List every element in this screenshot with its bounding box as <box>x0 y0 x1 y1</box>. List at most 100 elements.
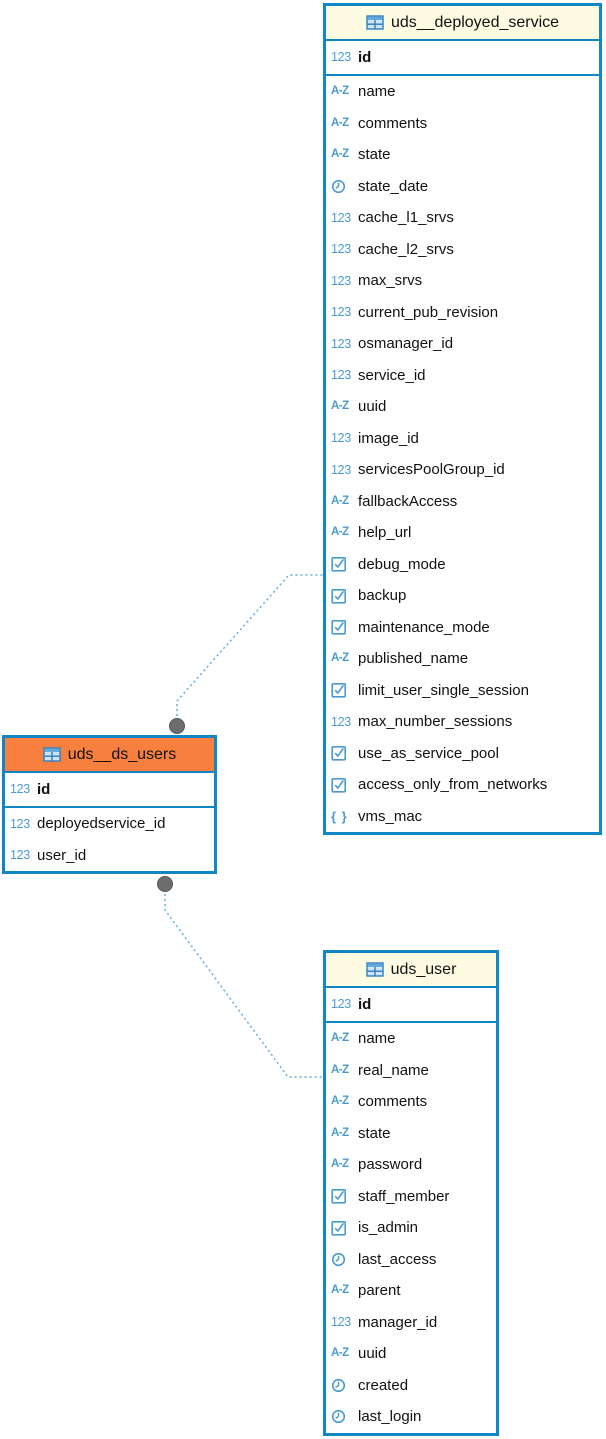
column-row[interactable]: 123 A-Z { } maintenance_mode <box>326 612 599 644</box>
column-row[interactable]: 123 A-Z { } fallbackAccess <box>326 486 599 518</box>
column-row[interactable]: 123 A-Z { } current_pub_revision <box>326 297 599 329</box>
column-row[interactable]: 123 A-Z { } servicesPoolGroup_id <box>326 454 599 486</box>
entity-header[interactable]: uds__deployed_service <box>326 6 599 41</box>
column-row[interactable]: 123 A-Z { } service_id <box>326 360 599 392</box>
primary-key-row[interactable]: 123 A-Z { } id <box>326 41 599 74</box>
column-row[interactable]: 123 A-Z { } comments <box>326 1086 496 1118</box>
relation-endpoint-dot-bottom[interactable] <box>157 876 173 892</box>
column-name: limit_user_single_session <box>358 681 529 699</box>
column-name: user_id <box>37 846 87 864</box>
column-row[interactable]: 123 A-Z { } deployedservice_id <box>5 808 214 840</box>
column-name: image_id <box>358 429 419 447</box>
column-name: is_admin <box>358 1219 419 1237</box>
column-row[interactable]: 123 A-Z { } debug_mode <box>326 549 599 581</box>
column-row[interactable]: 123 A-Z { } created <box>326 1370 496 1402</box>
numeric-type-icon: 123 <box>331 50 351 65</box>
column-row[interactable]: 123 A-Z { } name <box>326 76 599 108</box>
column-row[interactable]: 123 A-Z { } name <box>326 1023 496 1055</box>
column-row[interactable]: 123 A-Z { } image_id <box>326 423 599 455</box>
column-row[interactable]: 123 A-Z { } cache_l2_srvs <box>326 234 599 266</box>
column-row[interactable]: 123 A-Z { } state_date <box>326 171 599 203</box>
entity-uds__ds_users[interactable]: uds__ds_users 123 A-Z { } id <box>2 735 217 874</box>
column-row[interactable]: 123 A-Z { } user_id <box>5 840 214 872</box>
column-row[interactable]: 123 A-Z { } osmanager_id <box>326 328 599 360</box>
text-type-icon: A-Z <box>331 148 349 160</box>
column-row[interactable]: 123 A-Z { } password <box>326 1149 496 1181</box>
relation-line-ds-users-to-deployed-service[interactable] <box>176 574 324 721</box>
column-name: backup <box>358 587 407 605</box>
column-name: vms_mac <box>358 807 423 825</box>
boolean-type-icon <box>331 588 358 604</box>
numeric-type-icon: 123 <box>331 368 351 382</box>
column-row[interactable]: 123 A-Z { } vms_mac <box>326 801 599 833</box>
primary-key-section: 123 A-Z { } id <box>326 41 599 76</box>
numeric-type-icon: 123 <box>331 305 351 319</box>
column-row[interactable]: 123 A-Z { } limit_user_single_session <box>326 675 599 707</box>
relation-line-ds-users-to-user[interactable] <box>164 889 324 1078</box>
column-row[interactable]: 123 A-Z { } is_admin <box>326 1212 496 1244</box>
numeric-type-icon: 123 <box>10 782 30 797</box>
column-name: parent <box>358 1282 401 1300</box>
column-row[interactable]: 123 A-Z { } manager_id <box>326 1307 496 1339</box>
entity-header[interactable]: uds_user <box>326 953 496 988</box>
entity-uds__deployed_service[interactable]: uds__deployed_service 123 A-Z { } id <box>323 3 602 835</box>
numeric-type-icon: 123 <box>331 431 351 445</box>
primary-key-section: 123 A-Z { } id <box>326 988 496 1023</box>
column-row[interactable]: 123 A-Z { } staff_member <box>326 1181 496 1213</box>
column-row[interactable]: 123 A-Z { } last_access <box>326 1244 496 1276</box>
column-name: id <box>358 49 372 66</box>
column-name: debug_mode <box>358 555 446 573</box>
column-name: state <box>358 1124 391 1142</box>
column-row[interactable]: 123 A-Z { } last_login <box>326 1401 496 1433</box>
column-name: comments <box>358 114 428 132</box>
column-row[interactable]: 123 A-Z { } comments <box>326 108 599 140</box>
numeric-type-icon: 123 <box>10 848 30 862</box>
column-row[interactable]: 123 A-Z { } parent <box>326 1275 496 1307</box>
entity-header[interactable]: uds__ds_users <box>5 738 214 773</box>
column-name: osmanager_id <box>358 335 454 353</box>
column-name: max_number_sessions <box>358 713 513 731</box>
numeric-type-icon: 123 <box>331 336 351 351</box>
column-name: fallbackAccess <box>358 492 458 510</box>
column-row[interactable]: 123 A-Z { } backup <box>326 580 599 612</box>
numeric-type-icon: 123 <box>331 714 351 729</box>
text-type-icon: A-Z <box>331 1063 349 1076</box>
boolean-type-icon <box>331 745 358 761</box>
column-name: cache_l1_srvs <box>358 209 454 227</box>
column-name: state_date <box>358 177 429 195</box>
text-type-icon: A-Z <box>331 652 349 664</box>
primary-key-row[interactable]: 123 A-Z { } id <box>326 988 496 1021</box>
column-name: real_name <box>358 1061 429 1079</box>
column-row[interactable]: 123 A-Z { } uuid <box>326 391 599 423</box>
column-name: access_only_from_networks <box>358 776 548 794</box>
columns-section: 123 A-Z { } deployedservice_id 123 A-Z {… <box>5 808 214 871</box>
text-type-icon: A-Z <box>331 116 349 129</box>
column-name: uuid <box>358 398 387 416</box>
column-row[interactable]: 123 A-Z { } state <box>326 1118 496 1150</box>
primary-key-section: 123 A-Z { } id <box>5 773 214 808</box>
column-row[interactable]: 123 A-Z { } access_only_from_networks <box>326 769 599 801</box>
column-name: cache_l2_srvs <box>358 240 454 258</box>
column-row[interactable]: 123 A-Z { } state <box>326 139 599 171</box>
column-name: max_srvs <box>358 272 423 290</box>
column-row[interactable]: 123 A-Z { } max_srvs <box>326 265 599 297</box>
column-name: last_access <box>358 1250 437 1268</box>
table-icon <box>43 747 61 762</box>
column-row[interactable]: 123 A-Z { } cache_l1_srvs <box>326 202 599 234</box>
column-name: staff_member <box>358 1187 450 1205</box>
column-row[interactable]: 123 A-Z { } max_number_sessions <box>326 706 599 738</box>
column-row[interactable]: 123 A-Z { } use_as_service_pool <box>326 738 599 770</box>
entity-uds_user[interactable]: uds_user 123 A-Z { } id <box>323 950 499 1436</box>
column-row[interactable]: 123 A-Z { } published_name <box>326 643 599 675</box>
boolean-type-icon <box>331 1188 358 1204</box>
column-row[interactable]: 123 A-Z { } real_name <box>326 1055 496 1087</box>
primary-key-row[interactable]: 123 A-Z { } id <box>5 773 214 806</box>
relation-endpoint-dot-top[interactable] <box>169 718 185 734</box>
datetime-type-icon <box>331 1409 358 1424</box>
column-row[interactable]: 123 A-Z { } help_url <box>326 517 599 549</box>
entity-title: uds_user <box>390 960 457 978</box>
numeric-type-icon: 123 <box>331 462 351 477</box>
text-type-icon: A-Z <box>331 400 349 412</box>
column-row[interactable]: 123 A-Z { } uuid <box>326 1338 496 1370</box>
